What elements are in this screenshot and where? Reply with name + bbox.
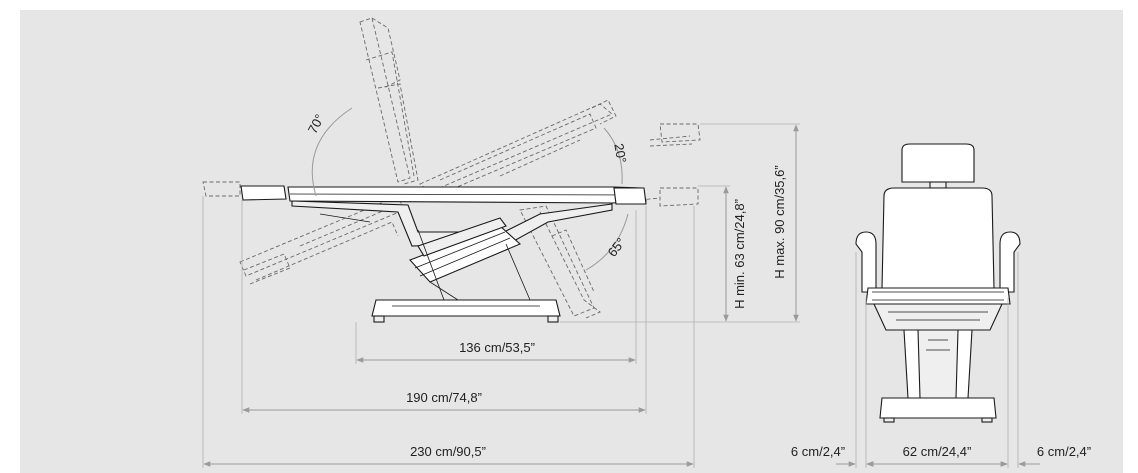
footrest-low-outline <box>659 187 699 207</box>
headrest-side <box>240 185 287 201</box>
dim-seat-length-label: 190 cm/74,8” <box>406 390 482 405</box>
dim-total-length-label: 230 cm/90,5” <box>410 444 486 459</box>
chair-side-solid <box>240 185 647 323</box>
dim-height-max-label: H max. 90 cm/35,6” <box>772 165 787 278</box>
armrest-right-front <box>999 231 1021 293</box>
legrest-raised-outline <box>419 99 617 193</box>
footrest-side <box>613 187 647 205</box>
armrest-left-front <box>855 231 877 293</box>
angle-legrest-up-label: 20° <box>611 142 629 164</box>
base-side <box>371 299 561 317</box>
arc-70 <box>311 107 353 197</box>
dim-height-min-label: H min. 63 cm/24,8” <box>732 199 747 309</box>
dim-base-length-label: 136 cm/53,5” <box>459 340 535 355</box>
arc-20 <box>603 127 623 185</box>
headrest-front <box>901 143 975 183</box>
top-border <box>0 0 1138 10</box>
footrest-raised-outline <box>659 123 701 143</box>
seat-front <box>865 287 1011 305</box>
dim-arm-right-label: 6 cm/2,4” <box>1037 444 1091 459</box>
seat-frame-front <box>873 303 1003 331</box>
right-border <box>1123 0 1138 473</box>
dim-arm-left-label: 6 cm/2,4” <box>791 444 845 459</box>
front-view: 62 cm/24,4” 6 cm/2,4” 6 cm/2,4” <box>791 143 1091 468</box>
base-front <box>879 397 997 419</box>
dim-width-label: 62 cm/24,4” <box>903 444 972 459</box>
legrest-lowered-outline <box>519 205 601 319</box>
side-view: 70° 20° 65° 136 cm/53,5” 190 cm/74,8” 23… <box>202 17 800 468</box>
left-border <box>0 0 20 473</box>
backrest-raised-outline <box>359 17 419 185</box>
arc-65 <box>585 213 629 271</box>
backrest-front <box>881 187 995 289</box>
